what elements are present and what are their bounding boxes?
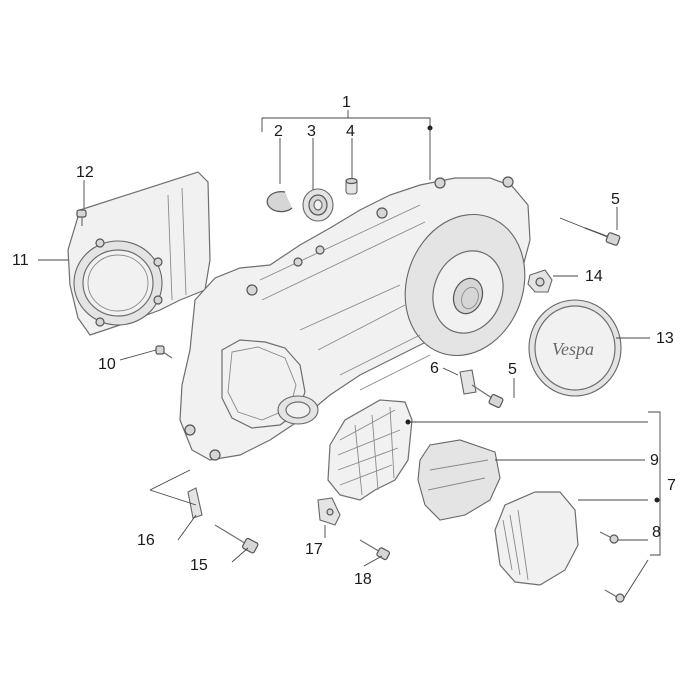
callout-9: 9: [650, 452, 659, 469]
part-7-intake-cover: [494, 491, 579, 586]
callout-7: 7: [667, 477, 676, 494]
callout-10: 10: [98, 356, 116, 373]
part-17-clamp: [317, 497, 341, 526]
part-12-screw: [76, 209, 87, 226]
leader-lines: [38, 110, 661, 599]
callout-18: 18: [354, 571, 372, 588]
callout-17: 17: [305, 541, 323, 558]
part-4-dowel: [345, 177, 358, 195]
callout-4: 4: [346, 123, 355, 140]
part-5-bolt-mid: [471, 384, 504, 409]
callout-14: 14: [585, 268, 603, 285]
part-6-bracket: [459, 369, 477, 395]
part-3-bearing: [302, 188, 334, 222]
part-18-bolt: [359, 539, 391, 561]
callout-8: 8: [652, 524, 661, 541]
part-2-circlip: [266, 191, 293, 213]
part-1-transmission-cover: [179, 176, 531, 461]
callout-11: 11: [12, 252, 29, 269]
part-8-screws: [599, 531, 625, 603]
part-13-emblem-cap: Vespa: [528, 299, 622, 397]
part-9-filter-sponge: [417, 439, 501, 521]
part-5-bolt-top: [559, 217, 621, 246]
part-7-intake-housing: [327, 399, 413, 501]
part-16-bracket: [187, 487, 203, 519]
callout-6: 6: [430, 360, 439, 377]
part-11-gasket-plate: [67, 171, 211, 336]
callout-15: 15: [190, 557, 208, 574]
callout-13: 13: [656, 330, 674, 347]
callout-1: 1: [342, 94, 351, 111]
part-15-bolt: [214, 524, 259, 554]
callout-16: 16: [137, 532, 155, 549]
callout-12: 12: [76, 164, 94, 181]
callout-labels: 1 2 3 4 5 5 6 7 8 9 10 11 12 13 14 15 16…: [12, 94, 676, 588]
callout-2: 2: [274, 123, 283, 140]
callout-5-top: 5: [611, 191, 620, 208]
callout-3: 3: [307, 123, 316, 140]
callout-5-mid: 5: [508, 361, 517, 378]
part-14-clip: [527, 269, 553, 293]
emblem-text: Vespa: [552, 339, 594, 359]
part-10-screw: [155, 345, 173, 359]
